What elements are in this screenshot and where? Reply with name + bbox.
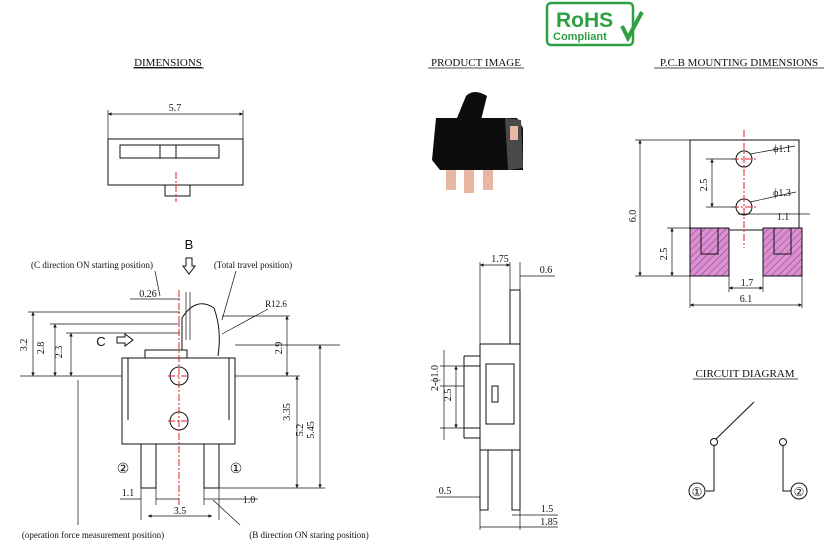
dim-026: 0.26 [139, 289, 157, 300]
heading-dimensions: DIMENSIONS [134, 57, 202, 69]
dim-05: 0.5 [439, 486, 452, 497]
dim-23: 2.3 [54, 346, 65, 359]
dim-52: 5.2 [295, 424, 306, 437]
actuator-lever [181, 303, 220, 357]
circuit-diagram: ① ② [688, 401, 808, 500]
product-image [432, 92, 523, 193]
dim-185: 1.85 [540, 517, 558, 528]
circuit-pin-2-marker [790, 482, 808, 500]
heading-product-image: PRODUCT IMAGE [431, 57, 521, 69]
dim-335: 3.35 [282, 403, 293, 421]
pcb-mounting-drawing: ϕ1.1 ϕ1.3 2.5 1.1 6.0 2.5 1.7 6.1 [628, 130, 810, 308]
label-c-start: (C direction ON starting position) [31, 260, 153, 270]
dim-25-pcb-a: 2.5 [699, 179, 710, 192]
dim-29: 2.9 [274, 342, 285, 355]
dim-175: 1.75 [491, 254, 509, 265]
circuit-pin-1-marker [688, 482, 706, 500]
arrow-right-icon [116, 333, 134, 347]
dim-10: 1.0 [243, 495, 256, 506]
dim-11: 1.1 [122, 488, 135, 499]
side-view-drawing: B (C direction ON starting position) (To… [19, 237, 369, 540]
dim-28: 2.8 [36, 342, 47, 355]
label-b-start: (B direction ON staring position) [249, 530, 368, 540]
dim-545: 5.45 [306, 421, 317, 439]
rohs-badge: RoHS Compliant [545, 1, 644, 47]
dim-61: 6.1 [740, 294, 753, 305]
dim-25-pcb-b: 2.5 [659, 248, 670, 261]
dim-r126: R12.6 [265, 299, 287, 309]
dim-25-profile: 2.5 [443, 389, 454, 402]
label-c-direction: C [96, 334, 105, 349]
circuit-pin-2-label: ② [794, 485, 805, 499]
rohs-badge-title: RoHS [556, 9, 613, 32]
label-b-direction: B [185, 237, 194, 252]
dim-06: 0.6 [540, 265, 553, 276]
circuit-pin-1-label: ① [692, 485, 703, 499]
arrow-down-icon [182, 257, 196, 275]
dim-35: 3.5 [174, 506, 187, 517]
dim-phi11: ϕ1.1 [773, 144, 791, 155]
top-view-drawing: 5.7 [107, 103, 244, 202]
dim-17: 1.7 [741, 278, 754, 289]
heading-pcb-mounting: P.C.B MOUNTING DIMENSIONS [660, 57, 818, 69]
dim-15-profile: 1.5 [541, 504, 554, 515]
pin-2-label: ② [117, 460, 130, 476]
label-op-force: (operation force measurement position) [22, 530, 164, 540]
dim-2phi10: 2-ϕ1.0 [430, 365, 441, 391]
dim-32: 3.2 [19, 339, 30, 352]
dim-phi13: ϕ1.3 [773, 188, 791, 199]
heading-circuit-diagram: CIRCUIT DIAGRAM [695, 368, 794, 380]
profile-view-drawing: 1.75 0.6 2-ϕ1.0 2.5 0.5 1.5 1.85 [430, 254, 558, 530]
label-total-travel: (Total travel position) [214, 260, 292, 270]
pin-1-label: ① [230, 460, 243, 476]
dim-11-pcb: 1.1 [777, 212, 790, 223]
dim-top-width: 5.7 [169, 103, 182, 114]
check-mark-icon [620, 11, 644, 43]
dim-60: 6.0 [628, 210, 639, 223]
rohs-badge-subtitle: Compliant [553, 31, 607, 43]
